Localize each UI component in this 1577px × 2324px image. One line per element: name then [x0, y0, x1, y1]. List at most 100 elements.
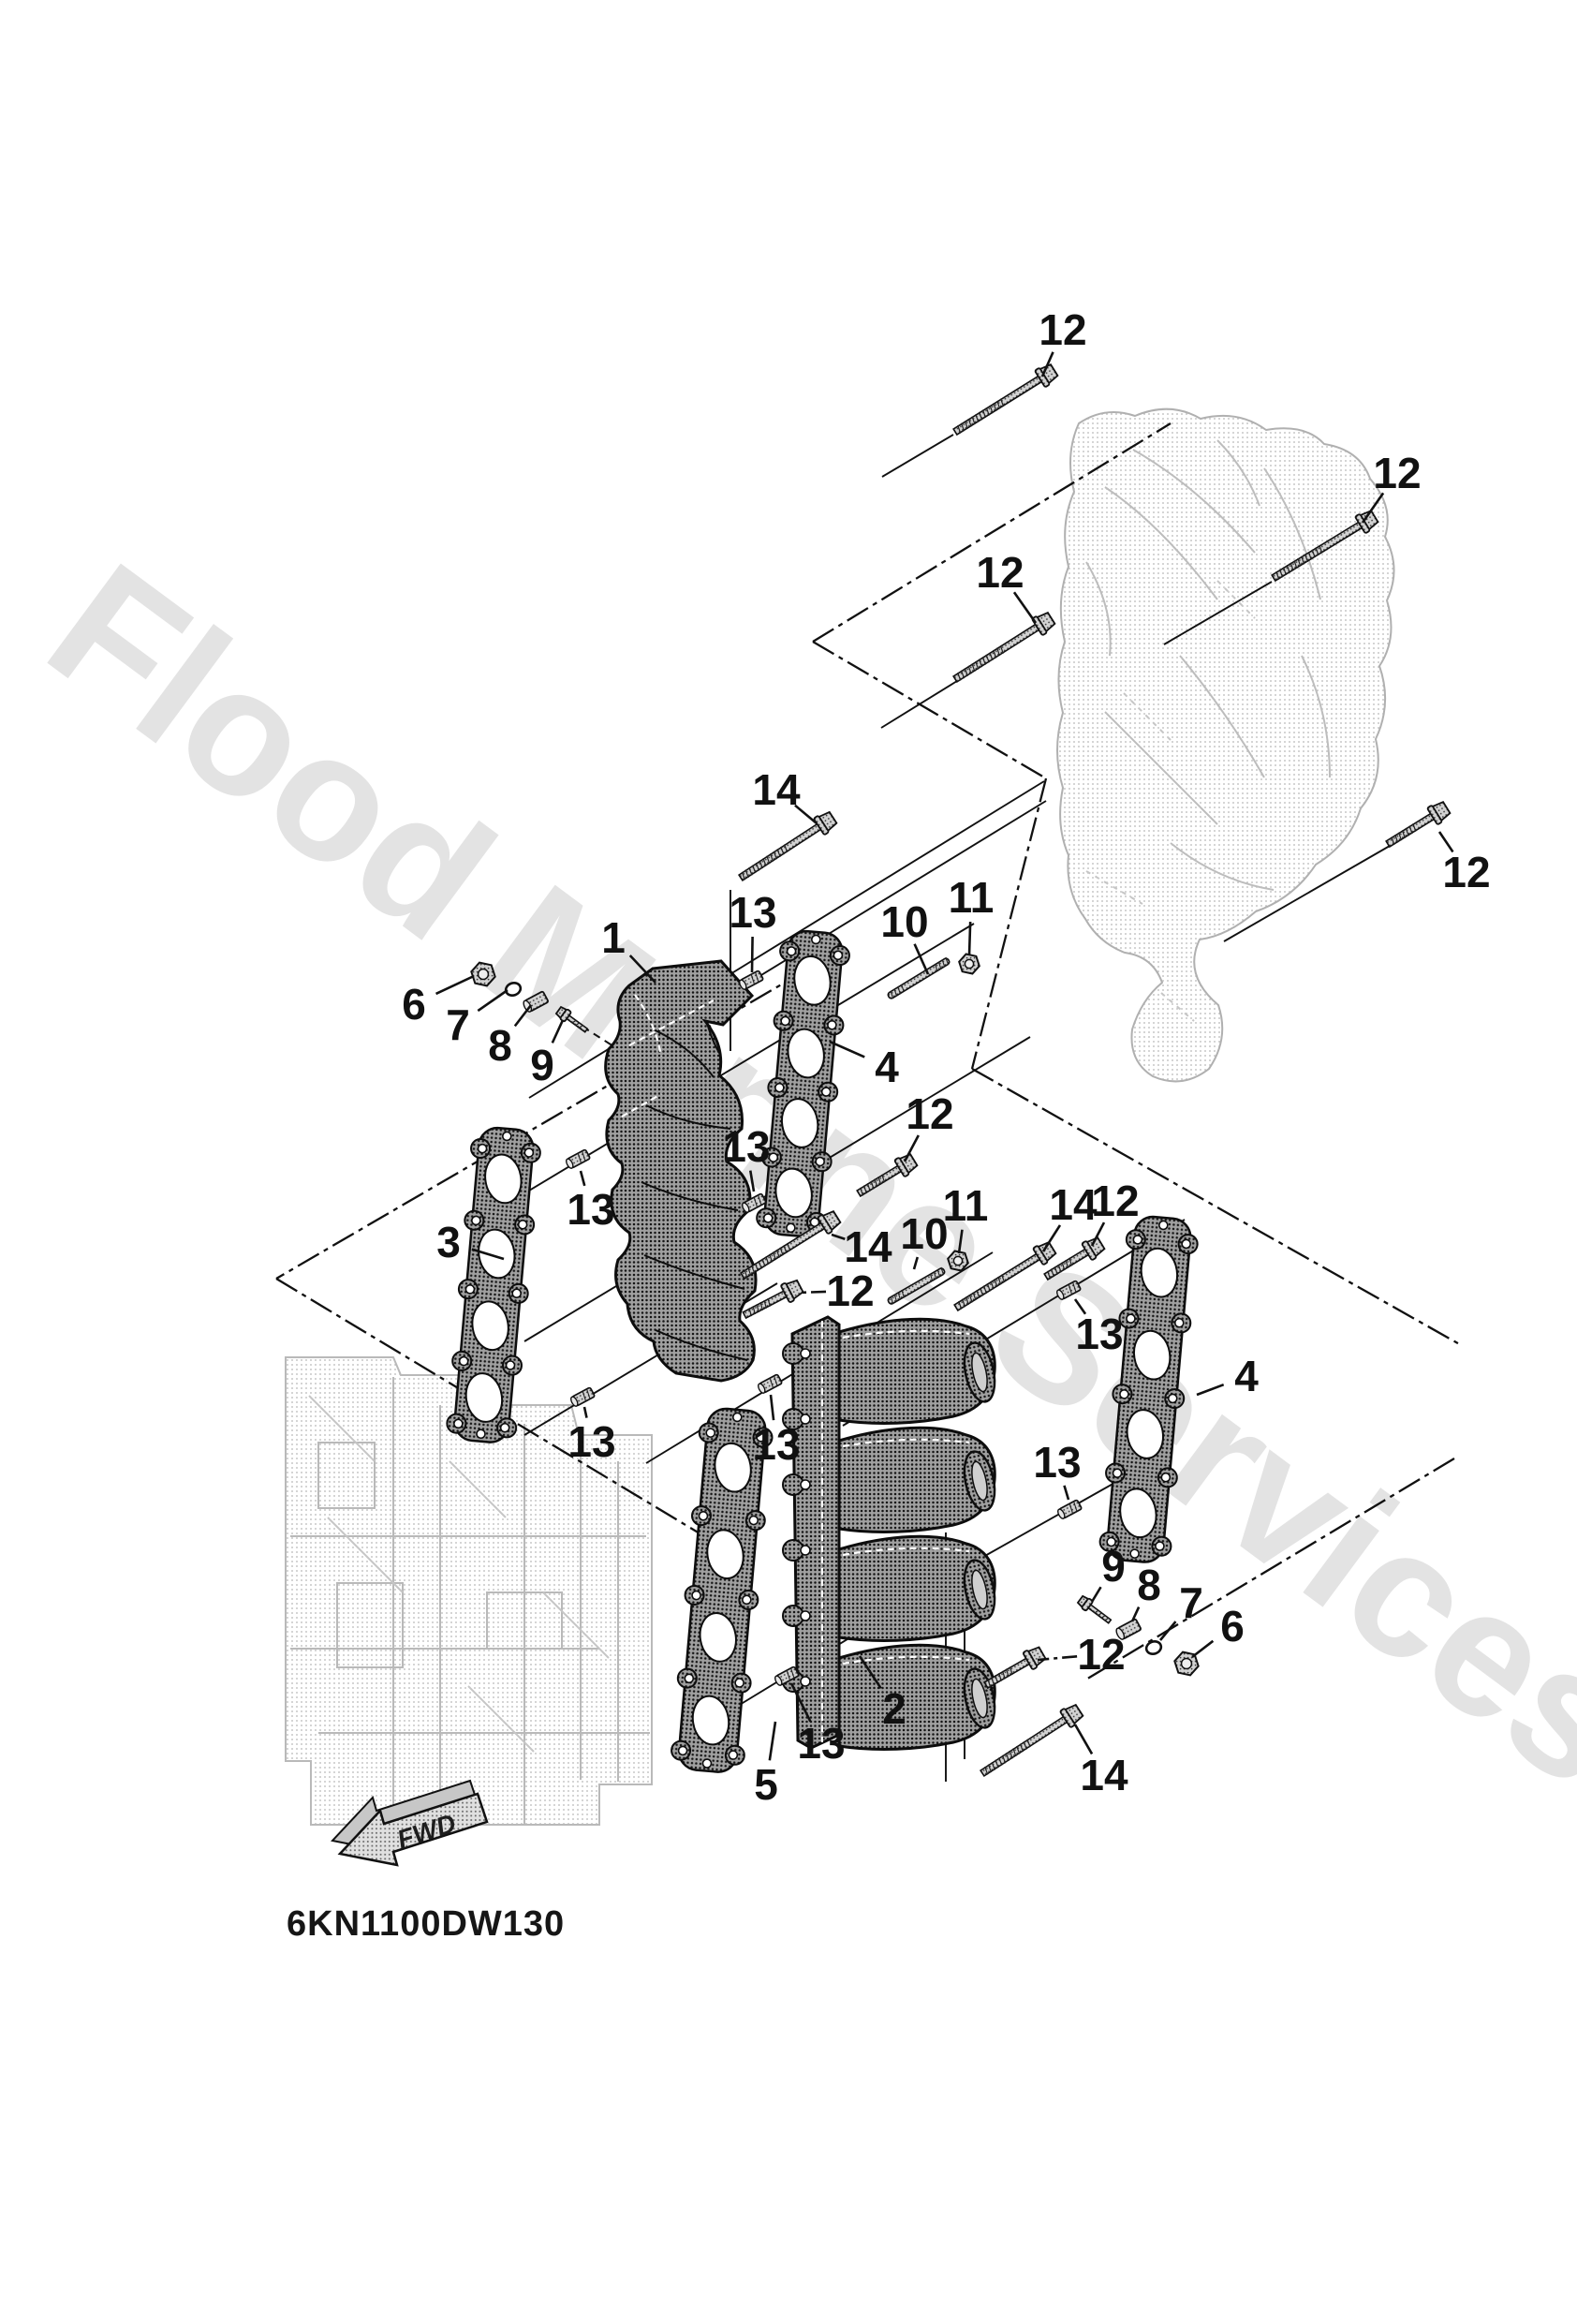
bolt-12: [952, 363, 1059, 437]
ghost-assembled-manifold: [1056, 407, 1395, 1083]
dowel-pin-13: [566, 1148, 591, 1169]
callout-label-13: 13: [567, 1185, 614, 1234]
callout-leader-line: [858, 1655, 882, 1690]
callout-label-11: 11: [949, 873, 995, 922]
callout-label-13: 13: [1075, 1310, 1123, 1358]
callout-leader-line: [1361, 492, 1385, 524]
bolt-12: [952, 611, 1056, 684]
callout-label-12: 12: [1442, 848, 1490, 896]
small-bolt-9: [554, 1005, 589, 1033]
callout-label-12: 12: [1373, 449, 1421, 497]
callout-label-7: 7: [1179, 1578, 1203, 1627]
flange-nut-6: [470, 961, 496, 987]
callout-label-13: 13: [1033, 1438, 1081, 1487]
callout-leader-line: [1012, 591, 1038, 624]
callout-label-1: 1: [601, 913, 626, 962]
callout-label-12: 12: [906, 1089, 953, 1138]
callout-label-13: 13: [797, 1719, 845, 1768]
callout-leader-line: [513, 1004, 533, 1028]
flange-bolt-hole: [800, 1676, 811, 1687]
callout-label-5: 5: [754, 1760, 778, 1809]
callout-leader-line: [477, 988, 508, 1013]
callout-label-12: 12: [1091, 1177, 1139, 1225]
nut-11: [947, 1250, 969, 1272]
callout-leader-line: [829, 1040, 865, 1058]
callout-leader-line: [1073, 1298, 1087, 1315]
gaskets: [446, 929, 1199, 1773]
callout-leader-line: [903, 1134, 920, 1162]
callout-leader-line: [1041, 1224, 1062, 1252]
callout-label-14: 14: [752, 765, 801, 814]
flange-bolt-hole: [800, 1545, 811, 1556]
bolt-12: [742, 1279, 804, 1320]
callout-label-6: 6: [402, 980, 426, 1029]
callout-label-11: 11: [943, 1181, 989, 1230]
runner-port-bore: [971, 1678, 988, 1719]
callout-label-4: 4: [1234, 1352, 1259, 1400]
callout-leader-line: [1158, 1621, 1177, 1641]
long-bolt-14: [737, 810, 838, 882]
callout-leader-line: [471, 1248, 505, 1261]
callout-label-14: 14: [1049, 1180, 1098, 1229]
small-bolt-9: [1076, 1594, 1113, 1624]
dash-dot-axis-line: [812, 641, 1047, 779]
callout-leader-line: [831, 1233, 846, 1241]
bolt-12: [1385, 801, 1452, 849]
callout-label-12: 12: [976, 548, 1024, 597]
callout-label-2: 2: [882, 1684, 906, 1733]
callout-leader-line: [967, 921, 972, 956]
flange-bolt-hole: [800, 1348, 811, 1359]
assembly-axis-line: [880, 680, 958, 729]
callout-label-14: 14: [1080, 1751, 1128, 1799]
callout-leader-line: [750, 936, 754, 973]
callout-leader-line: [582, 1406, 588, 1418]
runner-seam-hidden-line: [842, 1547, 970, 1557]
o-ring-7: [1144, 1640, 1163, 1655]
callout-leader-line: [1437, 831, 1454, 853]
gasket-part-5: [671, 1407, 774, 1773]
flange-bolt-hole: [800, 1414, 811, 1425]
callout-label-12: 12: [826, 1266, 874, 1315]
callout-label-12: 12: [1077, 1630, 1125, 1679]
callout-leader-line: [912, 1256, 920, 1270]
callout-leader-line: [957, 1229, 964, 1254]
callout-label-9: 9: [530, 1041, 554, 1089]
dash-dot-axis-line: [812, 422, 1172, 643]
callout-leader-line: [797, 1290, 827, 1295]
dowel-pin-13: [774, 1665, 800, 1686]
runner-port-bore: [971, 1352, 988, 1393]
manifold-part-1: [604, 959, 758, 1383]
assembly-axis-line: [881, 434, 954, 478]
assembly-axis-line: [1163, 581, 1273, 645]
gasket-part-4-upper: [756, 929, 850, 1237]
callout-label-8: 8: [1137, 1561, 1161, 1609]
dowel-pin-13: [758, 1373, 783, 1394]
runner-seam-hidden-line: [842, 1438, 970, 1448]
callout-leader-line: [579, 1170, 586, 1187]
gasket-part-4-lower: [1098, 1215, 1199, 1563]
callout-leader-line: [551, 1019, 565, 1044]
gasket-part-3: [446, 1126, 541, 1443]
callout-label-10: 10: [880, 897, 928, 946]
dowel-pin-13: [570, 1386, 596, 1407]
flange-bolt-hole: [800, 1479, 811, 1490]
callout-leader-line: [748, 1170, 756, 1192]
callout-label-12: 12: [1039, 305, 1086, 354]
diagram-code: 6KN1100DW130: [287, 1904, 565, 1944]
assembly-axis-line: [1223, 845, 1391, 942]
dowel-pin-13: [739, 970, 764, 990]
dash-dot-axis-line: [971, 1067, 1464, 1348]
callout-leader-line: [794, 804, 818, 824]
fasteners: [470, 363, 1452, 1778]
callout-label-13: 13: [722, 1122, 770, 1171]
callout-leader-line: [1037, 1654, 1078, 1662]
bolt-12: [856, 1153, 919, 1198]
bolt-12: [983, 1646, 1047, 1690]
callout-leader-line: [913, 943, 930, 975]
runner-port-bore: [971, 1569, 988, 1610]
callout-leader-line: [1130, 1606, 1141, 1622]
callout-leader-line: [1090, 1586, 1102, 1603]
bolt-12: [1043, 1236, 1106, 1281]
